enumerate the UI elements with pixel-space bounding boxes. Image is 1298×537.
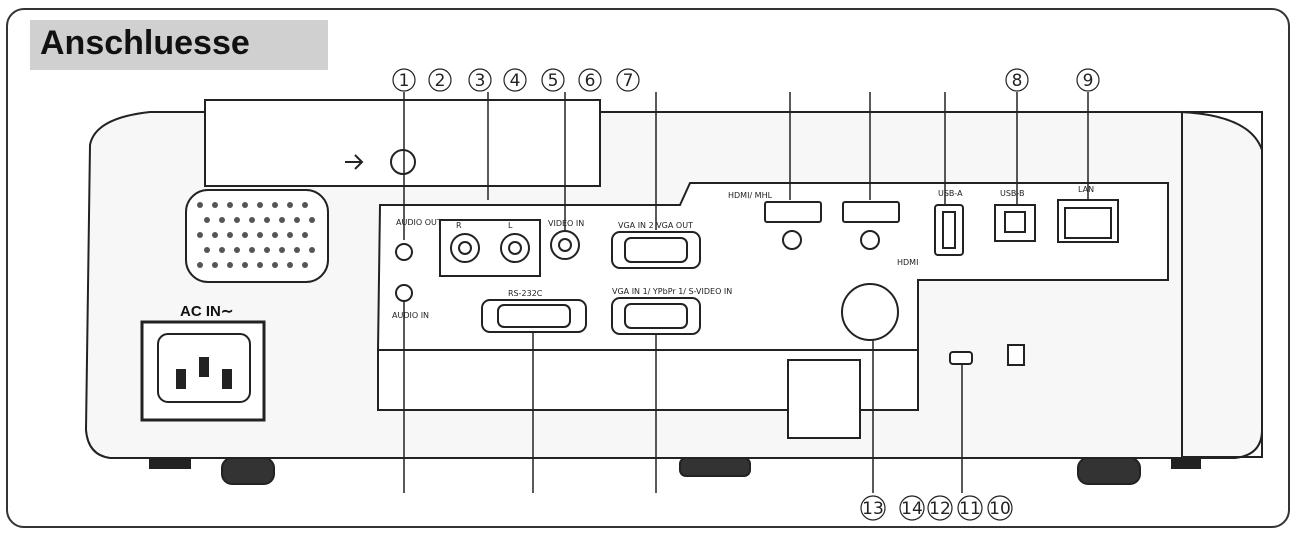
- page-title: Anschluesse: [40, 24, 250, 62]
- callout-5: 5: [548, 71, 559, 91]
- callout-3: 3: [475, 71, 486, 91]
- callout-7: 7: [623, 71, 634, 91]
- label-hdmi-mhl: HDMI/ MHL: [728, 191, 773, 200]
- callout-6: 6: [585, 71, 596, 91]
- label-rs232c: RS-232C: [508, 289, 543, 298]
- callout-9: 9: [1083, 71, 1094, 91]
- callout-10: 10: [989, 499, 1011, 519]
- audio-in-jack: [395, 284, 413, 302]
- label-audio-in: AUDIO IN: [392, 311, 429, 320]
- label-l: L: [508, 221, 513, 230]
- label-usb-b: USB-B: [1000, 189, 1025, 198]
- label-r: R: [456, 221, 462, 230]
- callout-4: 4: [510, 71, 521, 91]
- diagram-frame: [6, 8, 1290, 528]
- callout-14: 14: [901, 499, 923, 519]
- callout-8: 8: [1012, 71, 1023, 91]
- label-ac-in: AC IN∼: [180, 303, 233, 320]
- label-audio-out: AUDIO OUT: [396, 218, 442, 227]
- audio-out-jack: [395, 243, 413, 261]
- callout-12: 12: [929, 499, 951, 519]
- callout-1: 1: [399, 71, 410, 91]
- label-usb-a: USB-A: [938, 189, 963, 198]
- label-video-in: VIDEO IN: [548, 219, 584, 228]
- callouts-bottom: 13 14 12 11 10: [860, 495, 1013, 521]
- callout-2: 2: [435, 71, 446, 91]
- title-background: [30, 20, 328, 70]
- callout-13: 13: [862, 499, 884, 519]
- label-lan: LAN: [1078, 185, 1094, 194]
- callouts-top: 1 2 3 4 5 6 7 8 9: [392, 68, 1100, 92]
- label-hdmi: HDMI: [897, 258, 918, 267]
- label-vga-in1: VGA IN 1/ YPbPr 1/ S-VIDEO IN: [612, 287, 732, 296]
- callout-11: 11: [959, 499, 981, 519]
